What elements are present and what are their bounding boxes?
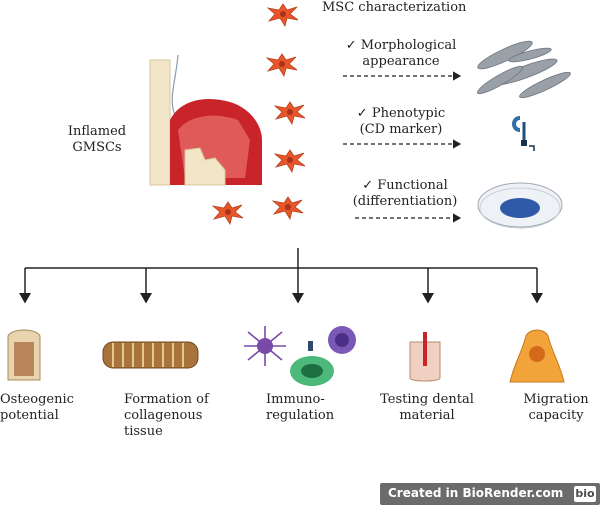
check-functional: ✓ Functional (differentiation): [340, 178, 470, 210]
tooth-gum-illustration: [149, 54, 262, 186]
outcome-label: collagenous: [124, 408, 203, 423]
msc-cell: [274, 149, 306, 173]
check-label: (CD marker): [359, 122, 443, 137]
spindle-cells-illustration: [476, 40, 571, 99]
outcome-label: Testing dental: [380, 392, 474, 407]
check-label: Morphological: [360, 38, 457, 53]
outcome-label: capacity: [528, 408, 584, 423]
bone-illustration: [7, 329, 41, 381]
migrating-cell-illustration: [509, 329, 565, 383]
outcome-dental: Testing dental material: [377, 392, 477, 424]
outcome-label: tissue: [124, 424, 163, 439]
outcome-label: Formation of: [124, 392, 209, 407]
outcome-collagen: Formation of collagenous tissue: [124, 392, 224, 440]
outcome-migration: Migration capacity: [516, 392, 596, 424]
outcome-osteogenic: Osteogenic potential: [0, 392, 74, 424]
biorender-logo-icon: bio: [574, 486, 596, 502]
checkmark-icon: ✓: [356, 106, 368, 121]
msc-cell: [272, 196, 304, 220]
outcome-label: potential: [0, 408, 59, 423]
outcome-label: Osteogenic: [0, 392, 74, 407]
msc-cell: [267, 3, 299, 27]
msc-cell: [274, 101, 306, 125]
msc-cell: [266, 53, 298, 77]
outcome-label: material: [399, 408, 455, 423]
biorender-badge[interactable]: Created in BioRender.com bio: [380, 483, 600, 505]
badge-text: Created in BioRender.com: [388, 486, 564, 500]
collagen-fiber-illustration: [102, 341, 199, 369]
source-label: Inflamed GMSCs: [52, 124, 142, 156]
cd-marker-icon: [512, 116, 535, 151]
outcome-immunoregulation: Immuno- regulation: [266, 392, 346, 424]
check-phenotypic: ✓ Phenotypic (CD marker): [336, 106, 466, 138]
check-morphological: ✓ Morphological appearance: [336, 38, 466, 70]
dental-testing-illustration: [409, 332, 441, 382]
outcome-label: Migration: [523, 392, 589, 407]
source-label-line: GMSCs: [72, 140, 122, 155]
source-label-line: Inflamed: [67, 124, 127, 139]
check-label: (differentiation): [352, 194, 458, 209]
msc-cell: [212, 201, 244, 225]
check-label: Phenotypic: [371, 106, 446, 121]
outcome-label: Immuno-: [266, 392, 325, 407]
diagram-title: MSC characterization: [322, 0, 467, 15]
check-label: appearance: [362, 54, 440, 69]
outcome-label: regulation: [266, 408, 335, 423]
immune-cells-illustration: [244, 326, 356, 386]
checkmark-icon: ✓: [345, 38, 357, 53]
petri-dish-illustration: [477, 182, 563, 229]
checkmark-icon: ✓: [362, 178, 374, 193]
check-label: Functional: [377, 178, 448, 193]
